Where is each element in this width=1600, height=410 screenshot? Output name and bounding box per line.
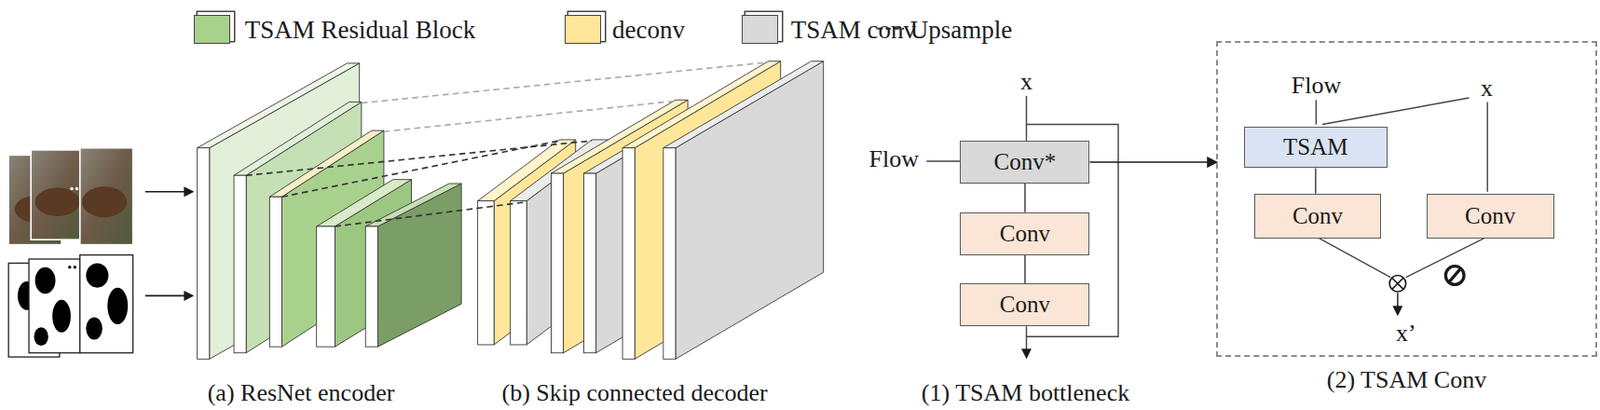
slab-front [622,148,635,360]
ellipsis-dot [75,187,79,191]
slab-front [316,226,336,347]
legend-swatch [741,14,779,44]
flow-wire [926,160,960,162]
skip-connections [246,62,768,227]
box-label: Conv [1292,203,1343,230]
ellipsis-dot [68,265,71,269]
input-arrow [145,191,192,193]
video-frames [8,148,134,246]
box-label: Conv* [994,149,1057,176]
signal-name: Flow [869,145,919,174]
conv-box: Conv [1426,193,1555,239]
decoder-slabs [478,61,824,360]
slab-front [550,173,563,354]
panel-caption: (b) Skip connected decoder [502,379,768,408]
slab-front [510,201,528,345]
connector [1089,161,1217,164]
signal-name: x [1480,74,1493,103]
animal [35,187,81,217]
skip-line [281,140,560,197]
ellipsis-dot [73,265,77,269]
slab-front [478,201,495,345]
signal-name: x [1020,68,1033,96]
merge-wire [1315,236,1391,278]
panel-caption: (a) ResNet encoder [207,379,396,408]
input-wire [1025,95,1027,141]
mask [28,259,81,354]
legend-swatch [564,14,602,44]
slab-side [675,61,824,360]
tsam-box: TSAM [1244,126,1388,169]
box-label: TSAM [1283,134,1348,161]
multiply-circle [1389,275,1407,293]
x-wire [1322,97,1470,124]
output-wire [1396,292,1398,315]
multiply-cross [1392,277,1404,289]
mask-blob [107,287,128,325]
figure-caption: (2) TSAM Conv [1326,366,1487,395]
signal-name: Flow [1291,71,1341,100]
legend-text: deconv [612,14,685,44]
mask-blob [35,267,56,294]
output-wire [1025,326,1027,357]
skip-line [246,140,592,176]
sigmoid-circle [1445,266,1464,286]
conv-box: Conv [1254,193,1382,239]
connector [1024,183,1026,213]
box-label: Conv [999,291,1051,318]
flow-wire [1315,99,1317,124]
conv-star-box: Conv* [959,140,1090,184]
multiply-symbol [1389,275,1407,293]
slab-front [663,148,676,360]
mask-blob [52,300,71,333]
slab-side [377,183,462,347]
mask-blob [85,262,109,288]
frame [80,148,134,246]
bottleneck-wires [926,95,1119,357]
tsam-conv-frame: (2) TSAM ConvTSAMConvConv [1216,41,1597,357]
sigmoid-symbol [1445,266,1464,286]
legend-text: Upsample [910,14,1012,44]
sigmoid-slash [1449,268,1462,283]
legend-swatch [193,14,231,44]
slab-front [233,175,247,353]
mask-frames [8,255,134,357]
slab-top [663,61,824,149]
connector [1314,167,1317,193]
box-label: Conv [1464,203,1516,230]
mask-blob [34,327,49,346]
skip-line [383,100,676,132]
box-label: Conv [999,220,1051,247]
skip-line [334,202,527,227]
frame [30,150,84,240]
connector [1024,255,1026,285]
slab-front [365,226,378,347]
slab-top [269,130,384,197]
panel-caption: (1) TSAM bottleneck [921,379,1130,408]
legend-text: TSAM conv [791,14,917,44]
signal-name: x’ [1395,319,1417,348]
conv-box: Conv [959,212,1090,256]
ellipsis-dot [69,187,73,191]
slab-front [269,196,282,347]
encoder-slabs [197,63,462,359]
slab-front [197,148,210,360]
animal [82,186,127,218]
mask-blob [85,316,103,340]
slab-front [583,173,596,354]
legend-text: TSAM Residual Block [245,14,477,44]
conv-box: Conv [959,283,1090,327]
input-arrow [145,295,192,298]
x-wire [1486,101,1488,192]
mask [80,255,134,354]
skip-line [361,62,769,104]
